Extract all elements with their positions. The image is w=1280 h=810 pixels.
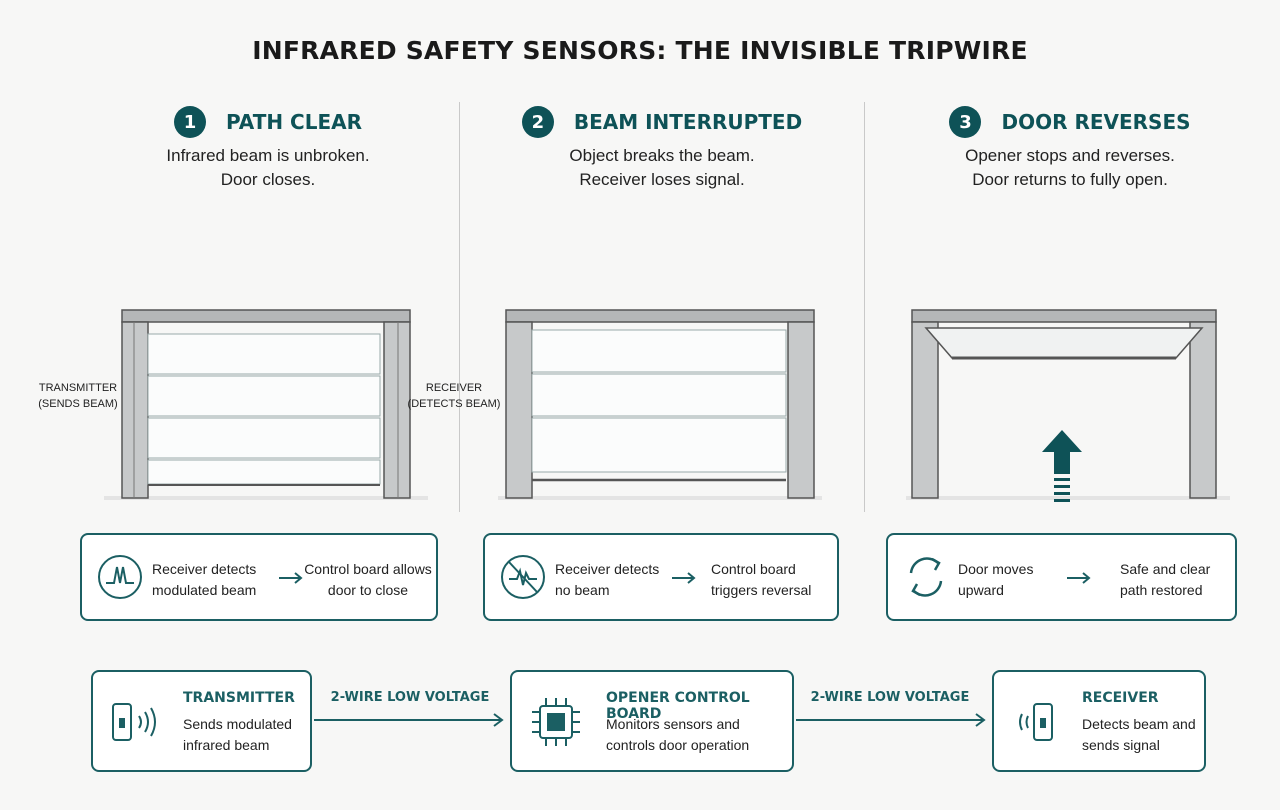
page-title: INFRARED SAFETY SENSORS: THE INVISIBLE T… bbox=[252, 36, 1028, 65]
step-title: PATH CLEAR bbox=[225, 110, 363, 134]
step-panel-beam-interrupted: 2 BEAM INTERRUPTED Object breaks the bea… bbox=[462, 102, 862, 622]
step-description: Infrared beam is unbroken. Door closes. bbox=[166, 146, 370, 189]
receiver-box: RECEIVER Detects beam and sends signal bbox=[992, 670, 1206, 772]
card-text-right: Control board triggers reversal bbox=[711, 561, 812, 598]
box-description: Sends modulated infrared beam bbox=[183, 716, 292, 753]
waveform-icon bbox=[98, 555, 142, 599]
chip-icon bbox=[532, 698, 580, 746]
transmitter-icon bbox=[112, 703, 156, 741]
box-title: RECEIVER bbox=[1082, 690, 1159, 706]
arrow-right-icon bbox=[672, 572, 696, 584]
connector-arrow bbox=[314, 713, 504, 727]
connector-arrow bbox=[796, 713, 986, 727]
divider bbox=[459, 102, 460, 512]
step-number-badge: 2 bbox=[521, 106, 554, 138]
step-title: DOOR REVERSES bbox=[1001, 110, 1191, 134]
door-scene-interrupted: ↑↑ bbox=[498, 309, 822, 500]
info-card: Receiver detects modulated beam Control … bbox=[80, 533, 438, 621]
step-header: 2 BEAM INTERRUPTED bbox=[462, 106, 862, 138]
wire-label: 2-WIRE LOW VOLTAGE bbox=[810, 690, 970, 705]
up-arrow-icon bbox=[1042, 430, 1082, 474]
door-scene-reversing bbox=[906, 309, 1230, 502]
card-text-left: Door moves upward bbox=[958, 561, 1034, 598]
step-header: 1 PATH CLEAR bbox=[68, 106, 468, 138]
wire-label: 2-WIRE LOW VOLTAGE bbox=[330, 690, 490, 705]
info-card: Door moves upward Safe and clear path re… bbox=[886, 533, 1237, 621]
step-number-badge: 3 bbox=[949, 106, 982, 138]
card-text-right: Safe and clear path restored bbox=[1120, 561, 1211, 598]
transmitter-label: TRANSMITTER(SENDS BEAM) bbox=[38, 382, 118, 410]
transmitter-box: TRANSMITTER Sends modulated infrared bea… bbox=[91, 670, 312, 772]
divider bbox=[864, 102, 865, 512]
arrow-right-icon bbox=[1067, 572, 1091, 584]
info-card: Receiver detects no beam Control board t… bbox=[483, 533, 839, 621]
refresh-cycle-icon bbox=[909, 557, 943, 597]
card-text-left: Receiver detects no beam bbox=[555, 561, 660, 598]
door-scene-closing bbox=[104, 309, 428, 500]
step-number-badge: 1 bbox=[173, 106, 206, 138]
card-text-left: Receiver detects modulated beam bbox=[152, 561, 257, 598]
card-text-right: Control board allows door to close bbox=[304, 561, 432, 598]
step-description: Opener stops and reverses. Door returns … bbox=[965, 146, 1175, 189]
control-board-box: OPENER CONTROL BOARD Monitors sensors an… bbox=[510, 670, 794, 772]
box-description: Detects beam and sends signal bbox=[1082, 716, 1196, 753]
step-header: 3 DOOR REVERSES bbox=[870, 106, 1270, 138]
step-description: Object breaks the beam. Receiver loses s… bbox=[569, 146, 755, 189]
box-description: Monitors sensors and controls door opera… bbox=[606, 716, 750, 753]
step-panel-door-reverses: 3 DOOR REVERSES Opener stops and reverse… bbox=[870, 102, 1270, 622]
step-panel-path-clear: 1 PATH CLEAR Infrared beam is unbroken. … bbox=[38, 102, 500, 622]
box-title: OPENER CONTROL BOARD bbox=[606, 690, 750, 722]
box-title: TRANSMITTER bbox=[183, 690, 295, 706]
step-title: BEAM INTERRUPTED bbox=[573, 110, 803, 134]
no-signal-icon bbox=[501, 555, 545, 599]
arrow-right-icon bbox=[279, 572, 303, 584]
receiver-label: RECEIVER(DETECTS BEAM) bbox=[407, 382, 501, 410]
receiver-icon bbox=[1019, 703, 1053, 741]
